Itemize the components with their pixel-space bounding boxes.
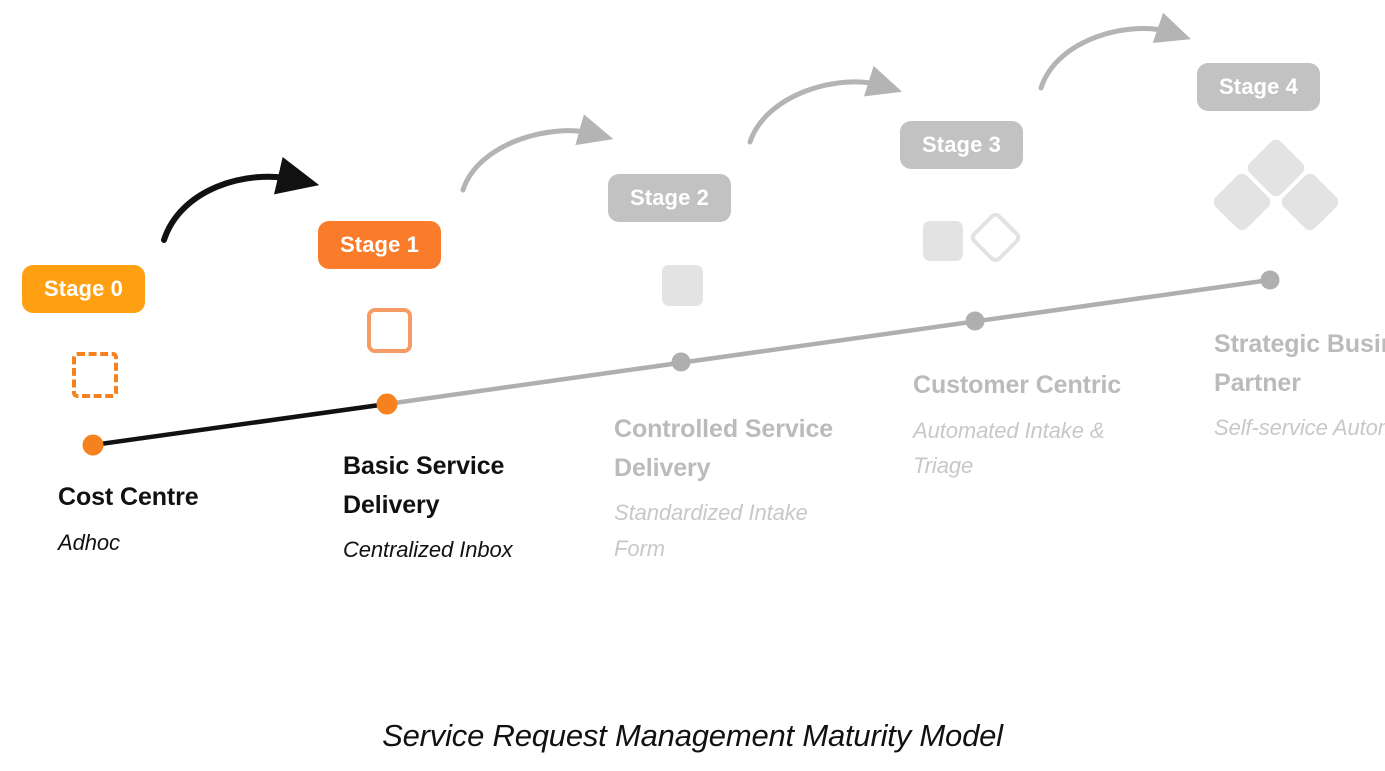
filled-square-glyph: [923, 221, 963, 261]
stage-heading-0: Cost Centre: [58, 483, 199, 511]
stage-subtitle-0: Adhoc: [58, 529, 120, 555]
diagram-title: Service Request Management Maturity Mode…: [382, 718, 1003, 753]
stage-text-block-2: Controlled Service Delivery Standardized…: [614, 410, 844, 566]
stage-heading-3: Customer Centric: [913, 371, 1122, 399]
stage-text-block-4: Strategic Business Partner Self-service …: [1214, 325, 1385, 446]
trend-dot-stage-1: [376, 393, 398, 415]
stage-badge-0[interactable]: Stage 0: [22, 265, 145, 313]
trend-dot-stage-0: [82, 434, 104, 456]
stage-subtitle-3: Automated Intake & Triage: [913, 417, 1105, 479]
trend-dot-stage-3: [965, 311, 985, 331]
stage-badge-1[interactable]: Stage 1: [318, 221, 441, 269]
stage-subtitle-4: Self-service Automation: [1214, 415, 1385, 440]
arrow-stage1-to-stage2: [460, 114, 614, 193]
stage-badge-4[interactable]: Stage 4: [1197, 63, 1320, 111]
stage-text-block-3: Customer Centric Automated Intake & Tria…: [913, 366, 1143, 484]
stage-heading-4: Strategic Business Partner: [1214, 330, 1385, 397]
trend-dot-stage-2: [671, 352, 691, 372]
stage-badge-2[interactable]: Stage 2: [608, 174, 731, 222]
stage-badge-3[interactable]: Stage 3: [900, 121, 1023, 169]
trendline-active-segment: [90, 401, 390, 448]
trend-dot-stage-4: [1260, 270, 1280, 290]
arrow-stage3-to-stage4: [1038, 12, 1191, 91]
stage-heading-1: Basic Service Delivery: [343, 452, 505, 519]
stage-subtitle-1: Centralized Inbox: [343, 537, 513, 562]
arrow-stage0-to-stage1: [161, 156, 320, 243]
outlined-diamond-glyph: [967, 209, 1024, 266]
stage-text-block-1: Basic Service Delivery Centralized Inbox: [343, 447, 573, 568]
stage-subtitle-2: Standardized Intake Form: [614, 500, 808, 561]
arrow-stage2-to-stage3: [747, 65, 903, 145]
stage-heading-2: Controlled Service Delivery: [614, 415, 834, 482]
stage-text-block-0: Cost Centre Adhoc: [58, 478, 288, 560]
